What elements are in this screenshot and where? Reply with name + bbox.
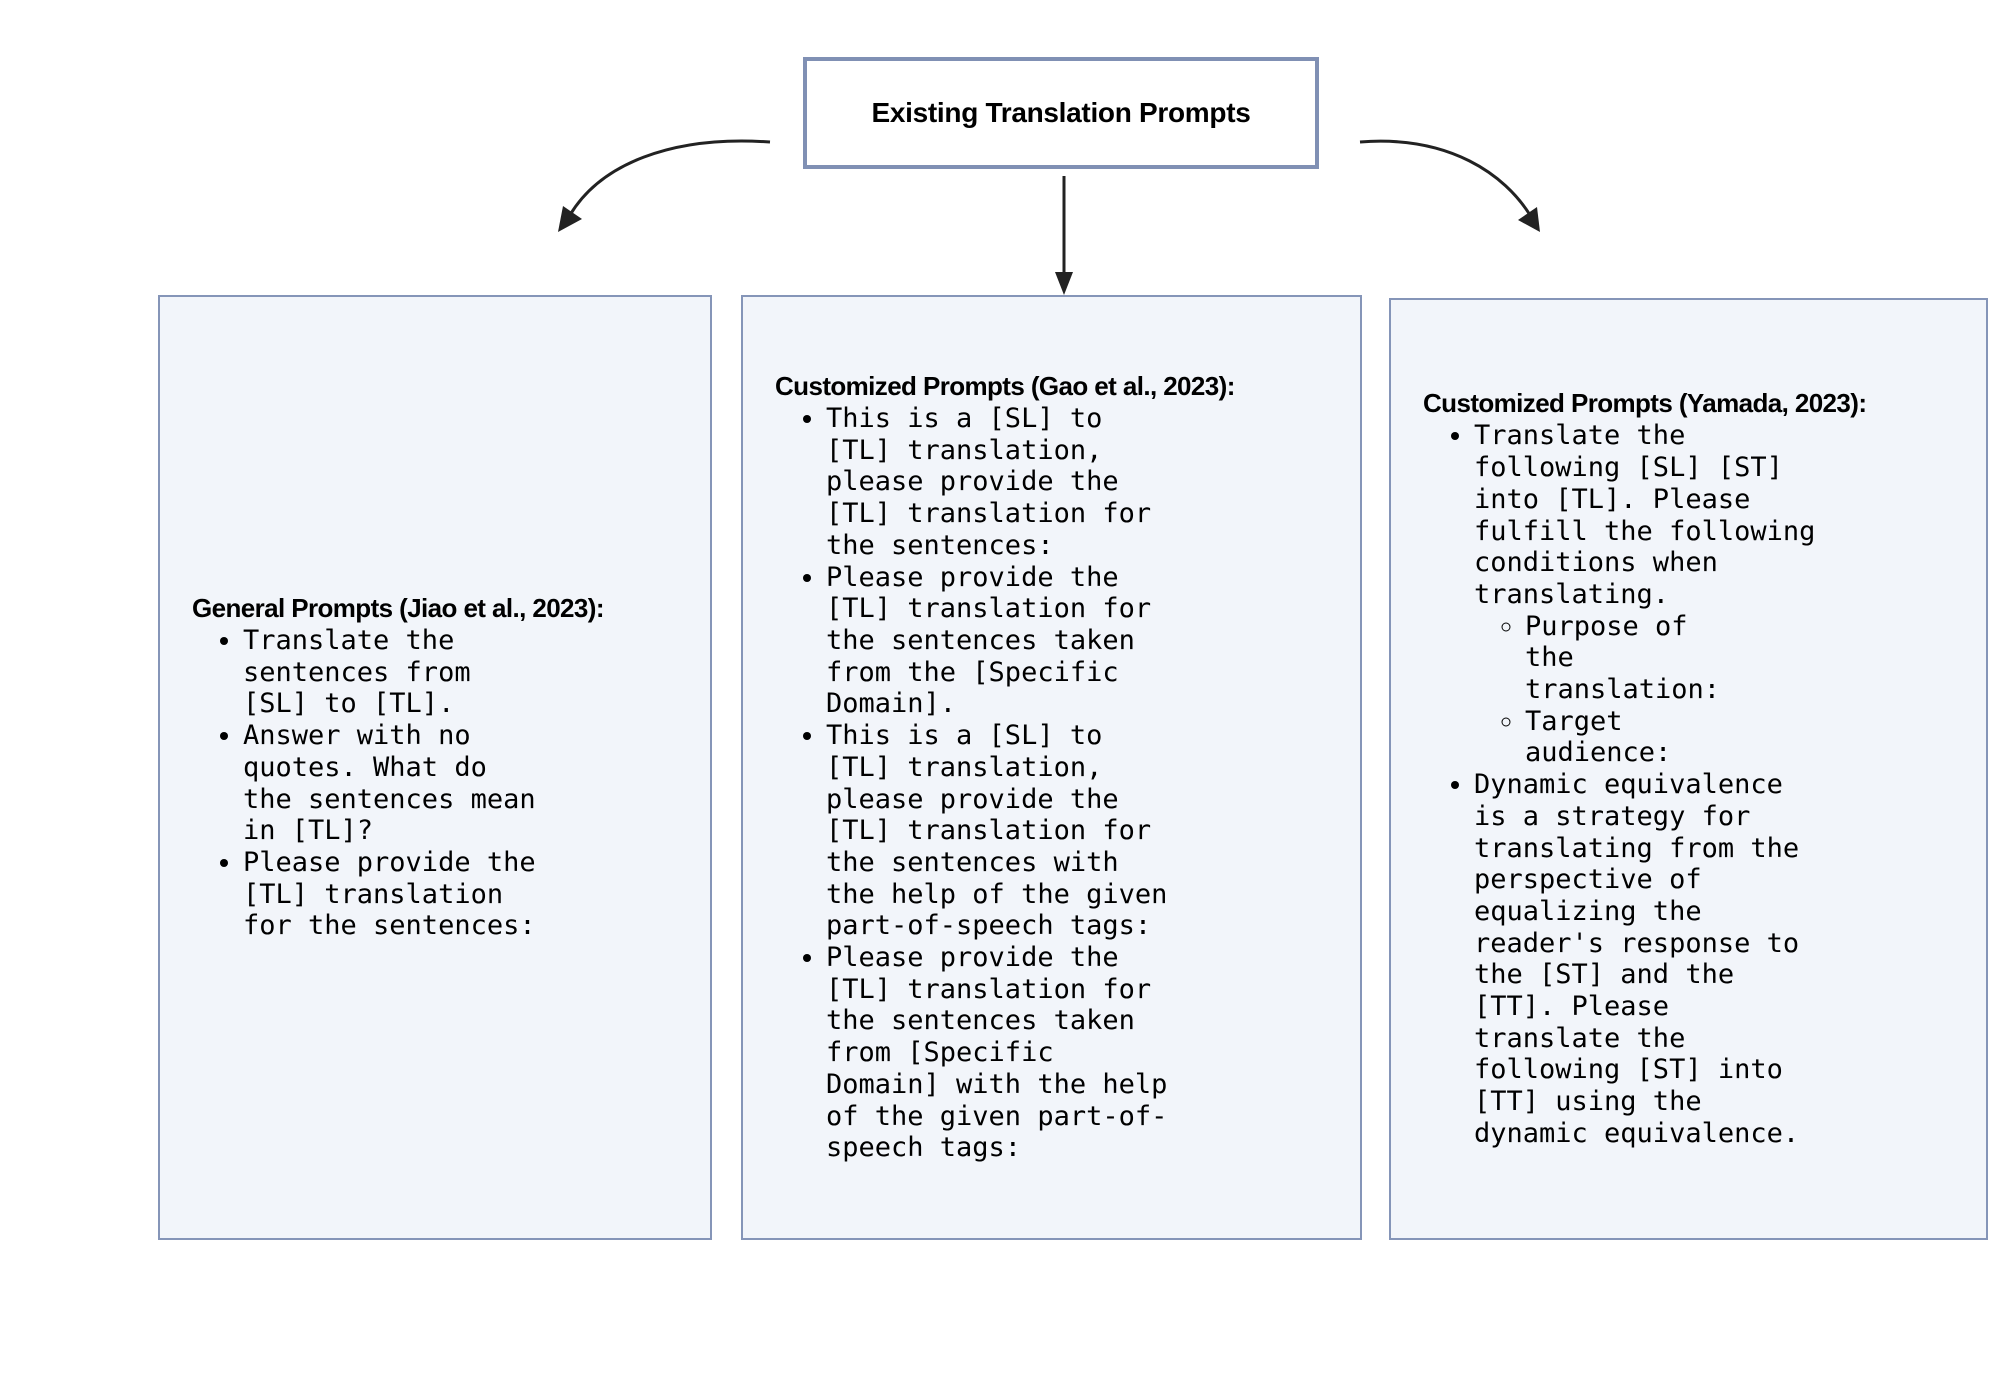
panel-title: Customized Prompts (Yamada, 2023): xyxy=(1423,388,1867,419)
condition-item: Target audience: xyxy=(1525,706,1725,769)
prompt-item: Answer with no quotes. What do the sente… xyxy=(243,720,543,847)
panel-general-prompts: General Prompts (Jiao et al., 2023): Tra… xyxy=(158,295,712,1240)
prompt-item: Please provide the [TL] translation for … xyxy=(826,942,1181,1164)
prompt-item: Please provide the [TL] translation for … xyxy=(826,562,1181,721)
prompt-item: This is a [SL] to [TL] translation, plea… xyxy=(826,720,1181,942)
prompt-item-text: Translate the following [SL] [ST] into [… xyxy=(1474,420,1816,610)
panel-title: General Prompts (Jiao et al., 2023): xyxy=(192,592,605,623)
prompt-list: Translate the sentences from [SL] to [TL… xyxy=(192,625,680,942)
prompt-item: Please provide the [TL] translation for … xyxy=(243,847,543,942)
prompt-item: Translate the sentences from [SL] to [TL… xyxy=(243,625,543,720)
prompt-item: This is a [SL] to [TL] translation, plea… xyxy=(826,403,1181,562)
arrow-to-general-prompts xyxy=(558,139,771,232)
prompt-list: This is a [SL] to [TL] translation, plea… xyxy=(775,403,1330,1164)
panel-yamada-prompts: Customized Prompts (Yamada, 2023): Trans… xyxy=(1389,298,1988,1240)
prompt-list: Translate the following [SL] [ST] into [… xyxy=(1423,420,1956,1149)
condition-list: Purpose of the translation: Target audie… xyxy=(1474,611,1819,770)
prompt-item: Translate the following [SL] [ST] into [… xyxy=(1474,420,1819,769)
condition-item: Purpose of the translation: xyxy=(1525,611,1725,706)
root-node: Existing Translation Prompts xyxy=(803,57,1319,169)
root-node-title: Existing Translation Prompts xyxy=(871,97,1251,128)
arrow-to-gao-prompts xyxy=(1055,176,1073,295)
prompt-item: Dynamic equivalence is a strategy for tr… xyxy=(1474,769,1819,1149)
panel-gao-prompts: Customized Prompts (Gao et al., 2023): T… xyxy=(741,295,1362,1240)
arrow-to-yamada-prompts xyxy=(1359,139,1540,232)
panel-title: Customized Prompts (Gao et al., 2023): xyxy=(775,371,1235,402)
